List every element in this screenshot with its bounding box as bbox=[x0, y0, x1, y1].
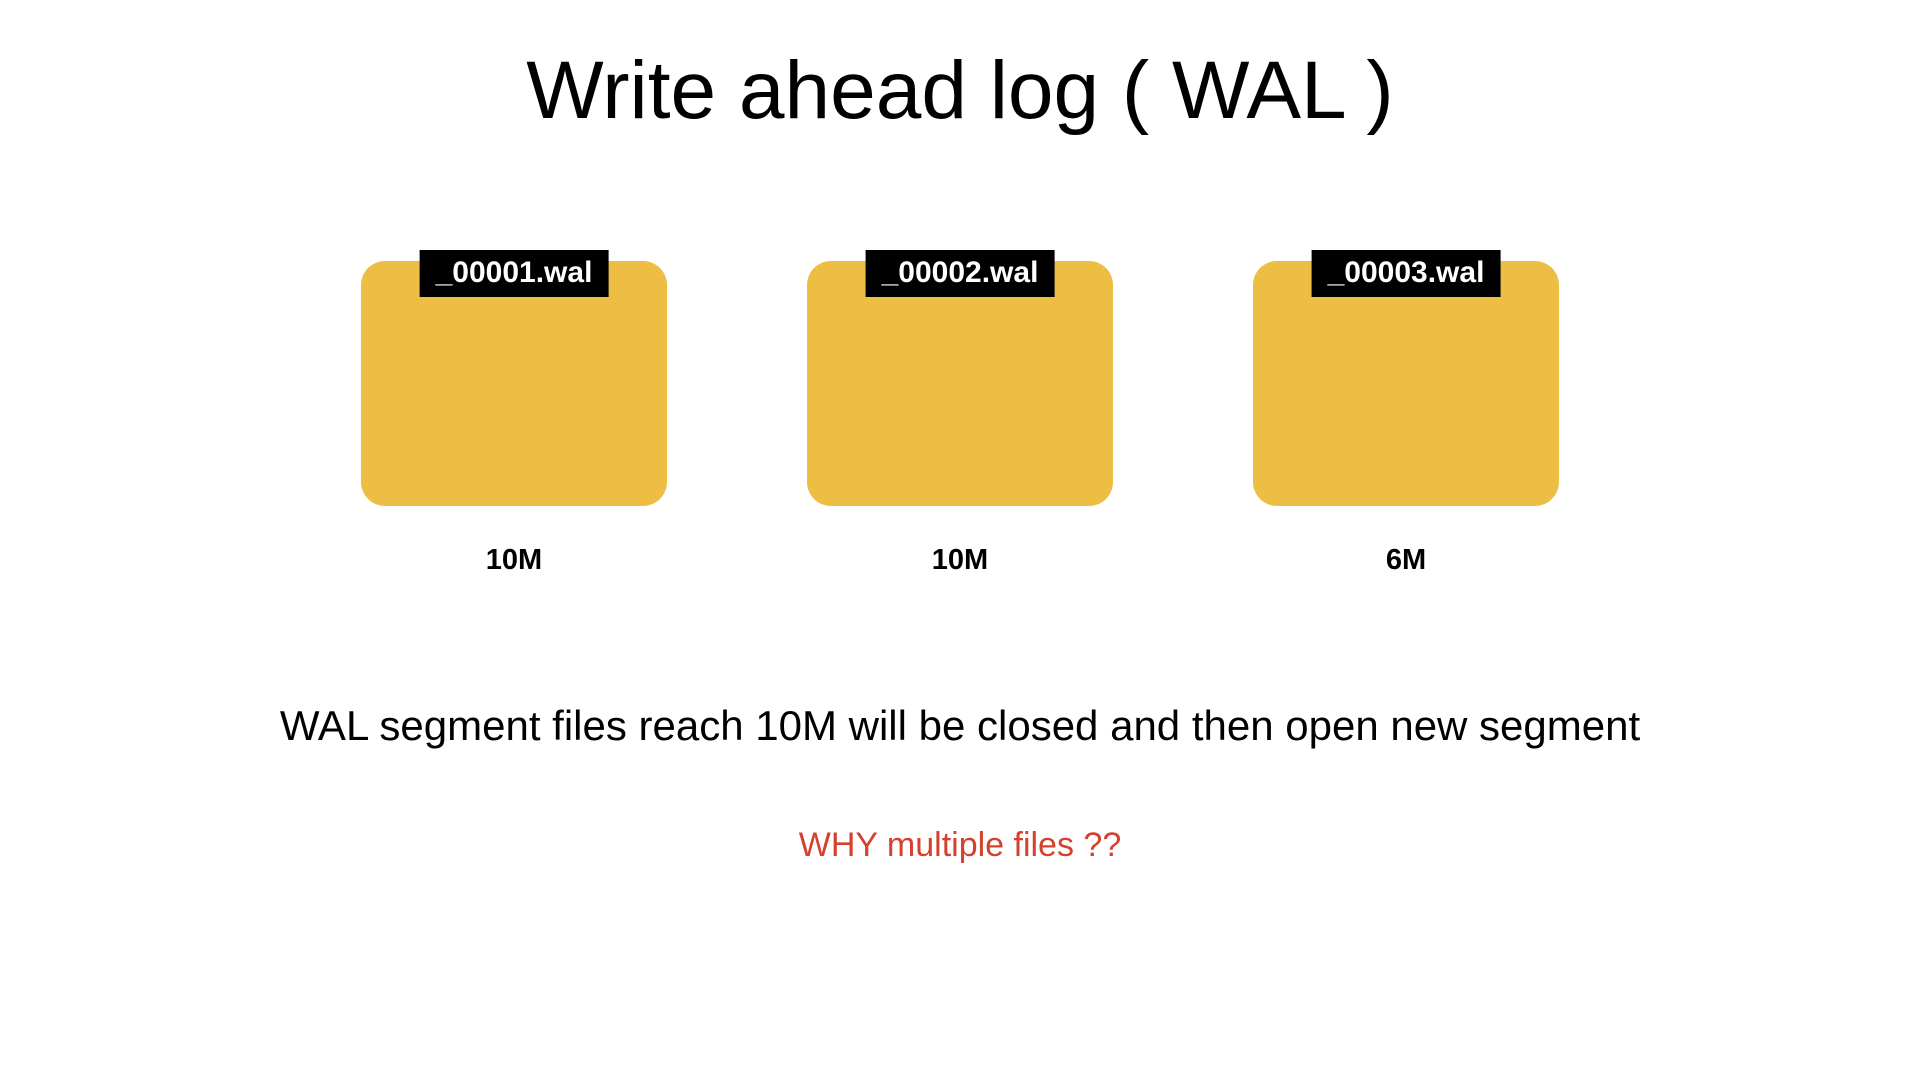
wal-segment-group-3: _00003.wal 6M bbox=[1253, 250, 1559, 576]
wal-segment-file-shape: _00001.wal bbox=[361, 250, 667, 506]
wal-filename-label: _00003.wal bbox=[1311, 250, 1501, 297]
wal-segment-file-shape: _00002.wal bbox=[807, 250, 1113, 506]
slide-title: Write ahead log ( WAL ) bbox=[526, 45, 1394, 136]
wal-filename-label: _00002.wal bbox=[865, 250, 1055, 297]
wal-segment-group-2: _00002.wal 10M bbox=[807, 250, 1113, 576]
wal-segment-group-1: _00001.wal 10M bbox=[361, 250, 667, 576]
segment-size-label: 6M bbox=[1385, 544, 1427, 576]
segment-size-label: 10M bbox=[931, 544, 989, 576]
wal-segments-row: _00001.wal 10M _00002.wal 10M _00003.wal… bbox=[0, 250, 1920, 576]
wal-filename-label: _00001.wal bbox=[419, 250, 609, 297]
wal-segment-file-shape: _00003.wal bbox=[1253, 250, 1559, 506]
question-text: WHY multiple files ?? bbox=[798, 826, 1122, 864]
segment-size-label: 10M bbox=[485, 544, 543, 576]
caption-text: WAL segment files reach 10M will be clos… bbox=[279, 702, 1641, 749]
